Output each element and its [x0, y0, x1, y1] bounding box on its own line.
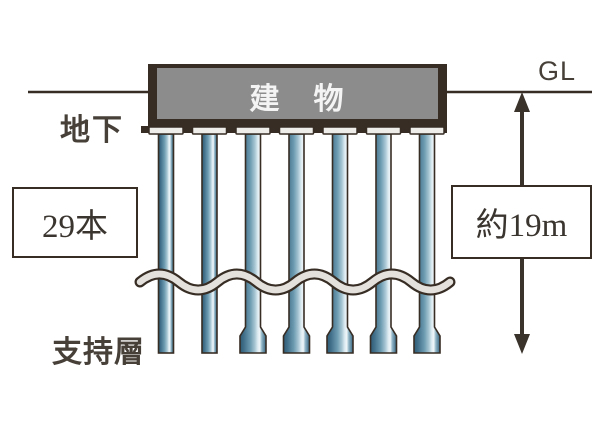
pile-cap [191, 126, 228, 135]
pile [239, 133, 267, 354]
arrowhead-down [514, 334, 530, 354]
arrowhead-up [514, 92, 530, 112]
pile-count-box: 29本 [12, 187, 138, 258]
break-wave [134, 268, 456, 296]
pile-cap [148, 126, 184, 135]
piles [157, 133, 441, 354]
depth-box: 約19m [451, 185, 592, 259]
pile-cap [278, 126, 315, 135]
pile [413, 133, 441, 354]
pile [326, 133, 354, 354]
pile [369, 133, 398, 354]
building-label: 建 物 [249, 83, 346, 116]
pile-caps [148, 126, 445, 135]
building-shape [148, 64, 447, 127]
depth-label: 約19m [475, 208, 568, 244]
depth-arrow [514, 92, 530, 354]
pile [282, 133, 311, 354]
pile [201, 133, 218, 354]
pile-cap [409, 126, 445, 135]
pile-cap [322, 126, 358, 135]
pile-cap [235, 126, 271, 135]
underground-label: 地下 [60, 114, 124, 147]
bearing-layer-label: 支持層 [52, 336, 145, 369]
pile [157, 133, 175, 354]
ground-level-label: GL [538, 56, 577, 86]
pile-cap [365, 126, 402, 135]
pile-count-label: 29本 [42, 208, 108, 245]
